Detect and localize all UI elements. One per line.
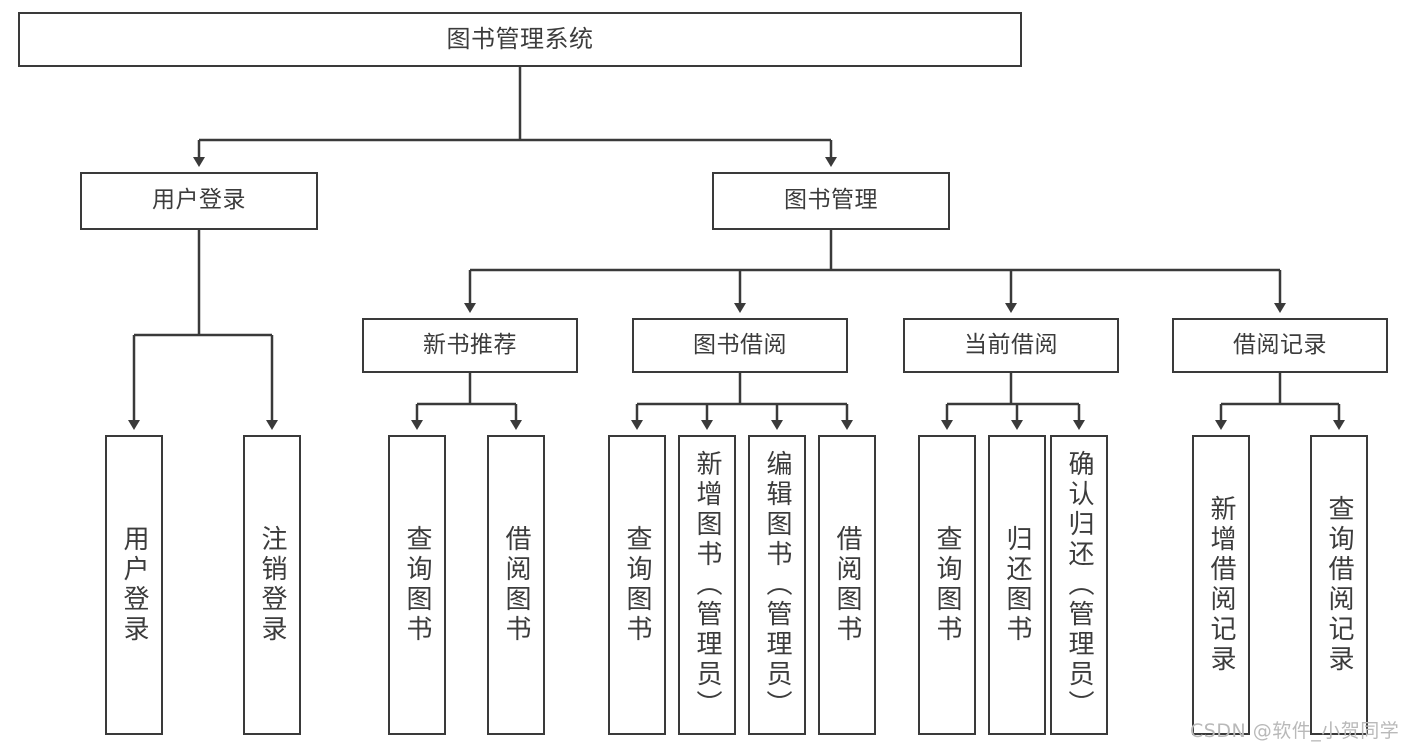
node-leaf-cur-query[interactable]: 查询图书: [918, 435, 976, 735]
node-leaf-rec-query[interactable]: 查询图书: [388, 435, 446, 735]
node-new-book-rec-label: 新书推荐: [423, 331, 517, 358]
node-leaf-cur-query-label: 查询图书: [932, 525, 962, 645]
node-user-login-label: 用户登录: [152, 187, 246, 214]
node-leaf-borrow-query[interactable]: 查询图书: [608, 435, 666, 735]
node-current-borrow-label: 当前借阅: [964, 331, 1058, 358]
node-leaf-borrow-add[interactable]: 新增图书（管理员）: [678, 435, 736, 735]
node-leaf-rec-query2[interactable]: 查询借阅记录: [1310, 435, 1368, 735]
node-leaf-cur-return[interactable]: 归还图书: [988, 435, 1046, 735]
node-book-borrow[interactable]: 图书借阅: [632, 318, 848, 373]
node-leaf-borrow-do[interactable]: 借阅图书: [818, 435, 876, 735]
node-leaf-rec-borrow-label: 借阅图书: [501, 525, 531, 645]
node-leaf-borrow-query-label: 查询图书: [622, 525, 652, 645]
node-leaf-cur-return-label: 归还图书: [1002, 525, 1032, 645]
node-leaf-rec-add[interactable]: 新增借阅记录: [1192, 435, 1250, 735]
node-new-book-rec[interactable]: 新书推荐: [362, 318, 578, 373]
node-borrow-record-label: 借阅记录: [1233, 331, 1327, 358]
node-book-manage-label: 图书管理: [784, 187, 878, 214]
node-leaf-borrow-edit[interactable]: 编辑图书（管理员）: [748, 435, 806, 735]
node-leaf-rec-borrow[interactable]: 借阅图书: [487, 435, 545, 735]
node-leaf-rec-query2-label: 查询借阅记录: [1324, 495, 1354, 675]
node-leaf-cur-confirm[interactable]: 确认归还（管理员）: [1050, 435, 1108, 735]
node-leaf-rec-add-label: 新增借阅记录: [1206, 495, 1236, 675]
node-root-label: 图书管理系统: [446, 25, 594, 54]
node-leaf-cur-confirm-label: 确认归还（管理员）: [1064, 450, 1094, 720]
node-book-manage[interactable]: 图书管理: [712, 172, 950, 230]
node-leaf-rec-query-label: 查询图书: [402, 525, 432, 645]
node-book-borrow-label: 图书借阅: [693, 331, 787, 358]
node-current-borrow[interactable]: 当前借阅: [903, 318, 1119, 373]
node-borrow-record[interactable]: 借阅记录: [1172, 318, 1388, 373]
node-root[interactable]: 图书管理系统: [18, 12, 1022, 67]
node-leaf-user-login-label: 用户登录: [119, 525, 149, 645]
csdn-watermark: CSDN @软件_小贺同学: [1190, 720, 1400, 742]
node-leaf-user-logout-label: 注销登录: [257, 525, 287, 645]
node-leaf-user-login[interactable]: 用户登录: [105, 435, 163, 735]
node-leaf-borrow-edit-label: 编辑图书（管理员）: [762, 450, 792, 720]
node-leaf-borrow-add-label: 新增图书（管理员）: [692, 450, 722, 720]
node-leaf-user-logout[interactable]: 注销登录: [243, 435, 301, 735]
node-user-login[interactable]: 用户登录: [80, 172, 318, 230]
node-leaf-borrow-do-label: 借阅图书: [832, 525, 862, 645]
